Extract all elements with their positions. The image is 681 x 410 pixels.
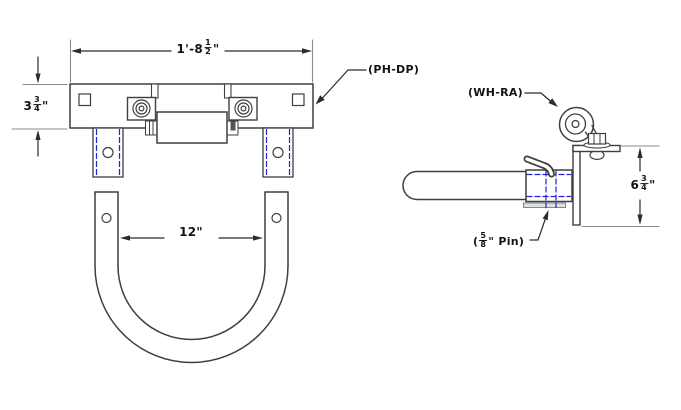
front-view: [11, 39, 367, 364]
arrow-left-icon: [71, 48, 81, 54]
arrow-icon: [315, 95, 325, 105]
handle-rod: [402, 170, 527, 201]
pin-callout-leader: [529, 210, 549, 241]
side-height-dimension: [581, 145, 660, 228]
bracket-callout-text: (PH-DP): [368, 63, 420, 76]
arrow-icon: [548, 98, 558, 107]
side-view: [402, 92, 660, 241]
hanger-tab-right: [262, 127, 294, 178]
tab-hole-right: [272, 146, 284, 159]
pin-lever: [523, 155, 555, 178]
tab-hole-left: [102, 146, 114, 159]
wheel-callout-text: (WH-RA): [467, 86, 523, 99]
bolt-right: [234, 99, 253, 118]
bracket-plate: [572, 144, 581, 226]
wheel-axle: [571, 119, 580, 129]
arrow-down-icon: [637, 214, 643, 225]
handle-inner-dimension: [120, 235, 263, 241]
wheel-assembly: [558, 106, 611, 149]
arrow-up-icon: [637, 147, 643, 158]
mount-nut: [587, 132, 607, 145]
hidden-pin-lines: [526, 170, 572, 209]
axle-left: [145, 120, 158, 136]
u-handle: [94, 191, 289, 364]
bar-height-dimension: [11, 56, 68, 157]
width-dimension: [69, 39, 314, 83]
pin-washer: [523, 202, 566, 208]
arrow-left-icon: [120, 235, 130, 241]
hanger-tab-left: [92, 127, 124, 178]
bar-square-hole-left: [78, 93, 92, 107]
handle-inner-dimension-text: 12": [179, 225, 203, 239]
arrow-up-icon: [35, 130, 41, 140]
roller-assembly: [126, 83, 258, 144]
arrow-down-icon: [35, 73, 41, 84]
arrow-right-icon: [302, 48, 312, 54]
bar-square-hole-right: [291, 93, 305, 107]
bracket-callout-leader: [315, 69, 367, 105]
arrow-right-icon: [253, 235, 263, 241]
arrow-icon: [542, 210, 549, 221]
bolt-left: [132, 99, 151, 118]
wheel-callout-leader: [524, 92, 558, 107]
handle-hole-right: [271, 212, 282, 224]
handle-hole-left: [101, 212, 112, 224]
roller: [156, 111, 228, 144]
